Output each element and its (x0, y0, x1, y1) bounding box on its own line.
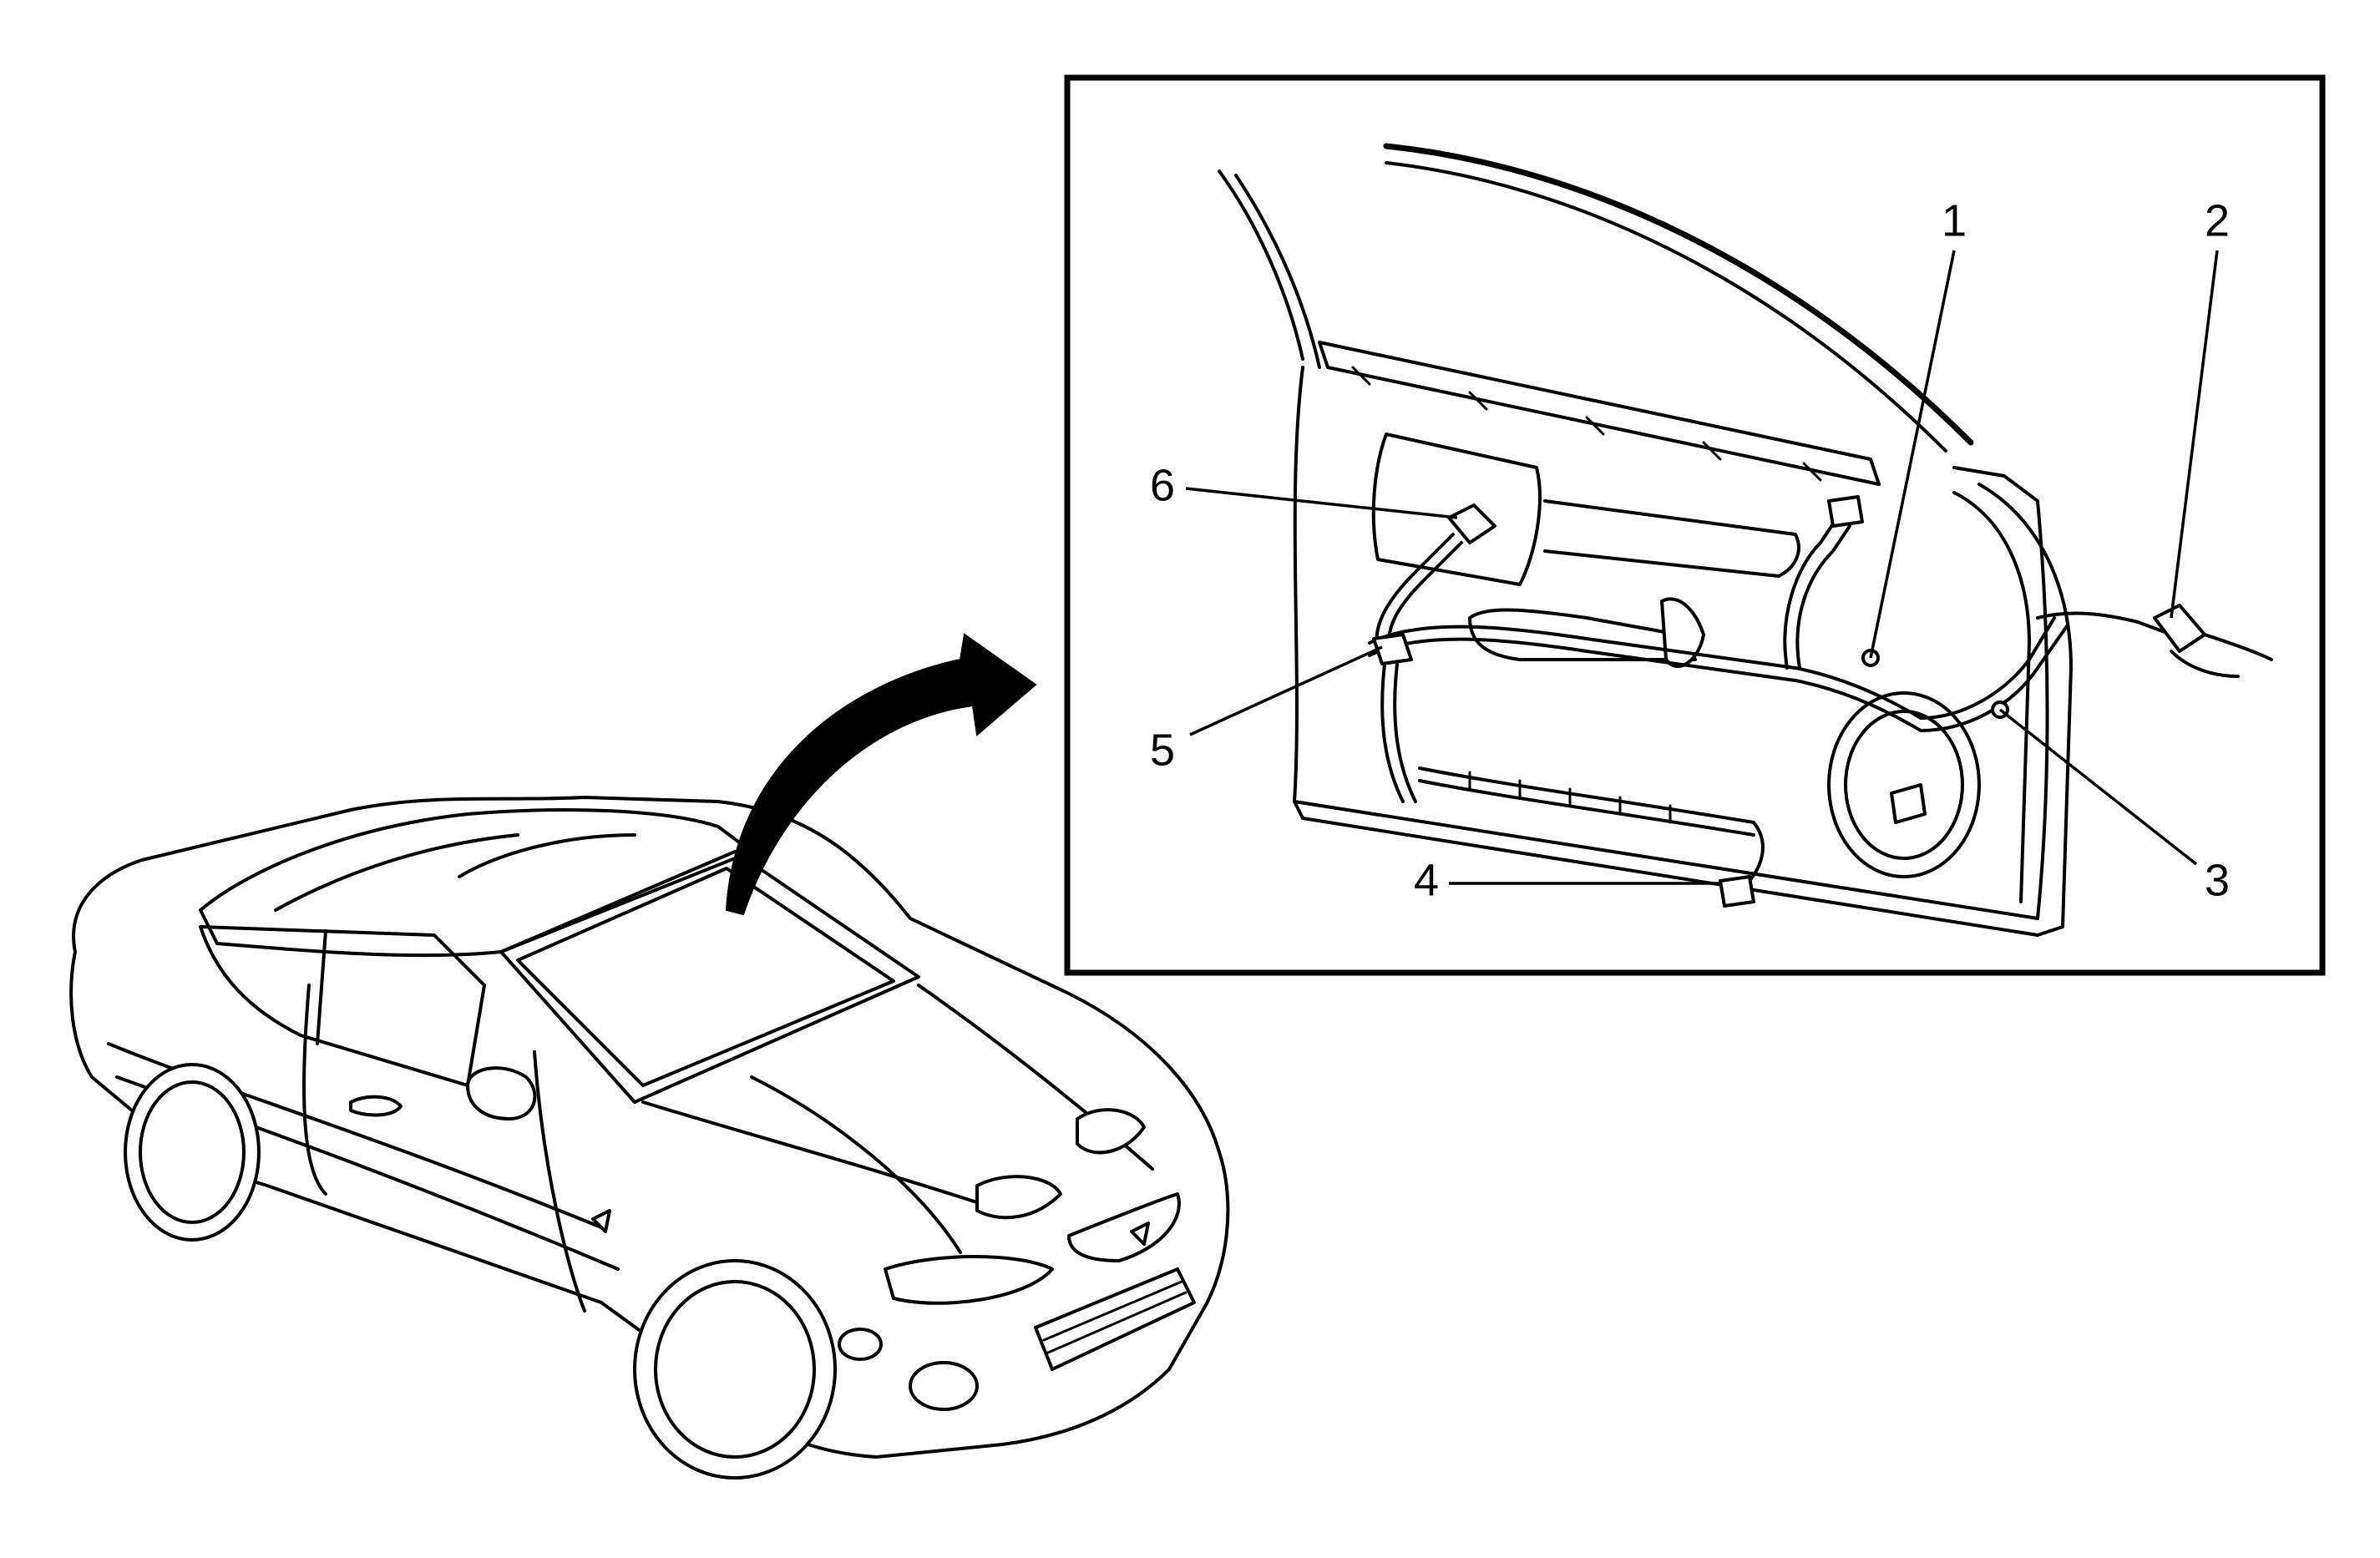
callout-1: 1 (1942, 195, 1967, 245)
leader-2 (2170, 250, 2219, 619)
leader-1 (1869, 250, 1956, 659)
leader-3 (1998, 708, 2198, 866)
leader-lines (1185, 250, 2219, 885)
callout-2: 2 (2205, 195, 2230, 245)
door-illustration (1218, 143, 2273, 937)
callout-labels: 1 2 3 4 5 6 (1150, 195, 2230, 905)
callout-3: 3 (2205, 855, 2230, 905)
callout-4: 4 (1414, 855, 1439, 905)
leader-6 (1185, 487, 1458, 519)
arrow-icon (725, 633, 1037, 916)
car-illustration (69, 796, 1230, 1480)
inset-frame (1064, 74, 2326, 976)
leader-5 (1189, 645, 1383, 736)
callout-5: 5 (1150, 725, 1175, 775)
callout-6: 6 (1150, 460, 1175, 510)
